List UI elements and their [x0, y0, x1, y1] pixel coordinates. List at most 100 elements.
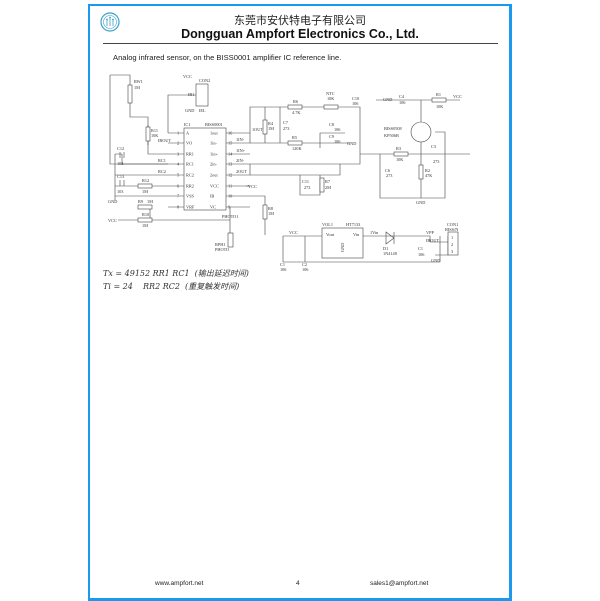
schematic-label: C10 — [352, 96, 359, 101]
schematic-label: C8 — [329, 122, 334, 127]
schematic-label: R2 — [425, 168, 430, 173]
r6-resistor — [287, 104, 303, 110]
con2-connector — [195, 83, 209, 107]
schematic-label: RPH1 — [215, 242, 226, 247]
schematic-label: R3 — [396, 146, 401, 151]
ic1-right-pin-label: 2in- — [210, 162, 217, 167]
schematic-label: 1M — [268, 126, 274, 131]
schematic-label: 2OUT — [236, 169, 247, 174]
r2-resistor — [418, 164, 424, 180]
schematic-label: R8 — [268, 206, 273, 211]
ic1-right-pin-label: 1in+ — [210, 152, 218, 157]
schematic-label: BISS/N — [445, 227, 458, 232]
r11-resistor — [145, 126, 151, 142]
footer-email[interactable]: sales1@ampfort.net — [370, 580, 429, 587]
schematic-label: CON1 — [447, 222, 458, 227]
schematic-label: 10K — [436, 104, 444, 109]
schematic-label: 1Vin — [370, 230, 379, 235]
schematic-label: VCC — [248, 184, 257, 189]
schematic-label: GND — [347, 141, 356, 146]
r5-resistor — [287, 140, 303, 146]
schematic-label: R10 — [142, 212, 149, 217]
ic1-right-pin-label: 1in- — [210, 141, 217, 146]
ic1-left-pin-label: RR1 — [186, 152, 194, 157]
r1-resistor — [431, 97, 447, 103]
r10-resistor — [137, 217, 153, 223]
schematic-label: GND — [383, 97, 392, 102]
schematic-label: 10K — [151, 133, 159, 138]
schematic-label: C3 — [431, 144, 436, 149]
schematic-label: CON2 — [199, 78, 210, 83]
ic1-left-pin-label: VO — [186, 141, 192, 146]
ic1-right-pin-label: VC — [210, 205, 216, 210]
schematic-label: C13 — [117, 174, 124, 179]
ic1-left-pin-label: RR2 — [186, 184, 194, 189]
schematic-label: 2 — [451, 242, 453, 247]
schematic-label: PHOTO1 — [222, 214, 238, 219]
schematic-label: 1M — [142, 223, 148, 228]
ic1-biss0001: IC1 BISS0001 A1VO2RR13RC14RC25RR26VSS7VR… — [177, 122, 233, 211]
schematic-label: C4 — [399, 94, 405, 99]
r3-resistor — [393, 151, 409, 157]
header-divider — [103, 43, 498, 44]
schematic-label: 1M — [134, 85, 140, 90]
schematic-label: NTC — [326, 91, 335, 96]
schematic-label: 1IN+ — [236, 148, 246, 153]
capacitor-symbols — [119, 152, 125, 186]
schematic-label: 120K — [292, 146, 302, 151]
schematic-label: KP506B — [384, 133, 399, 138]
schematic-label: 273 — [433, 159, 439, 164]
schematic-label: 1N4148 — [383, 251, 397, 256]
schematic-label: GND — [108, 199, 117, 204]
schematic-label: 106 — [352, 101, 359, 106]
schematic-label: Vout — [326, 232, 335, 237]
ic1-left-pin-label: A — [186, 131, 190, 136]
schematic-label: 47K — [425, 173, 433, 178]
r4-resistor — [262, 119, 268, 135]
page-number: 4 — [296, 580, 300, 587]
ic1-left-pin-label: VRF — [186, 205, 195, 210]
schematic-label: R12 — [142, 178, 149, 183]
schematic-label: 103 — [117, 189, 123, 194]
footer-website[interactable]: www.ampfort.net — [155, 580, 204, 587]
schematic-label: R9 — [138, 199, 143, 204]
schematic-label: RC1 — [158, 158, 166, 163]
ic1-right-pin-label: IB — [210, 194, 214, 199]
ic1-right-pin-label: 1out — [210, 131, 218, 136]
schematic-label: C9 — [329, 134, 334, 139]
intro-text: Analog infrared sensor, on the BISS0001 … — [113, 53, 342, 62]
schematic-label: 1 — [451, 235, 453, 240]
r8-resistor — [262, 204, 268, 220]
schematic-label: RW1 — [134, 79, 143, 84]
schematic-label: 106 — [399, 100, 406, 105]
schematic-label: 106 — [302, 267, 309, 272]
schematic-label: IB1 — [188, 92, 194, 97]
r12-resistor — [137, 183, 153, 189]
ht7133-regulator — [321, 227, 364, 259]
schematic-label: R11 — [151, 128, 158, 133]
schematic-label: C11 — [302, 179, 309, 184]
ic1-right-pin-label: 2out — [210, 173, 218, 178]
schematic-label: GND — [416, 200, 425, 205]
schematic-label: 4.7K — [292, 110, 301, 115]
schematic-label: 1M — [268, 211, 274, 216]
rw1-potentiometer — [127, 84, 133, 104]
company-name-chinese: 东莞市安伏特电子有限公司 — [234, 14, 366, 27]
pir-sensor — [410, 121, 432, 143]
schematic-label: VCC — [289, 230, 298, 235]
r7-resistor — [319, 177, 325, 193]
schematic-label: R6 — [293, 99, 299, 104]
schematic-label: D1 — [383, 246, 388, 251]
schematic-label: BISS0508 — [384, 126, 402, 131]
schematic-label: IBOUT — [426, 238, 440, 243]
schematic-label: RC2 — [158, 169, 166, 174]
r9-resistor — [137, 204, 153, 210]
schematic-label: PHOTO — [215, 247, 229, 252]
ic1-left-pin-label: RC2 — [186, 173, 194, 178]
schematic-label: R7 — [325, 179, 331, 184]
ic1-left-pin-label: VSS — [186, 194, 194, 199]
schematic-label: R4 — [268, 121, 274, 126]
schematic-label: 102 — [117, 161, 123, 166]
ic1-part: BISS0001 — [205, 122, 223, 127]
schematic-label: VPP — [426, 230, 434, 235]
